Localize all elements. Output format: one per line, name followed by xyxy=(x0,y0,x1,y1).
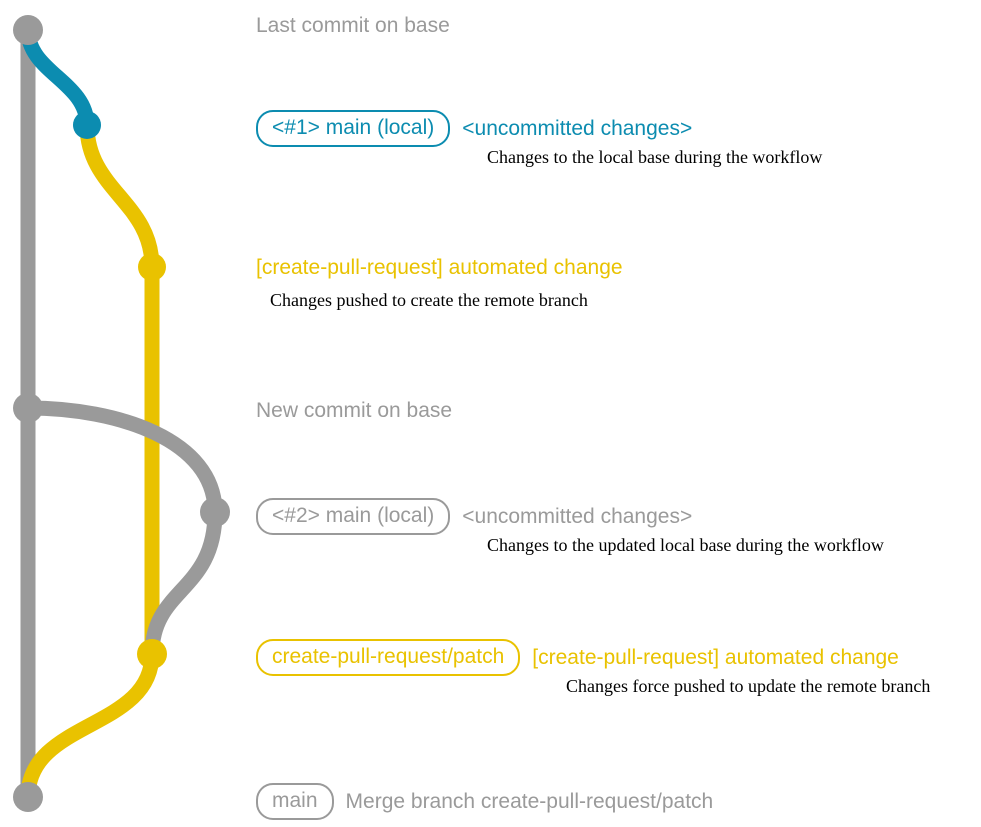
commit-row-patch-commit-2: create-pull-request/patch [create-pull-r… xyxy=(256,639,899,676)
commit-row-local-commit-1: <#1> main (local) <uncommitted changes> xyxy=(256,110,692,147)
commit-node-patch-commit-1[interactable] xyxy=(138,253,166,281)
commit-node-patch-commit-2[interactable] xyxy=(137,639,167,669)
commit-subject-patch-commit-1: [create-pull-request] automated change xyxy=(256,256,623,279)
commit-note-local-commit-1: Changes to the local base during the wor… xyxy=(487,147,823,167)
commit-subject-base-head: Last commit on base xyxy=(256,14,450,37)
commit-node-base-head[interactable] xyxy=(13,15,43,45)
commit-row-merge-commit: main Merge branch create-pull-request/pa… xyxy=(256,783,713,820)
branch-pill-create-pull-request-patch[interactable]: create-pull-request/patch xyxy=(256,639,521,676)
edge-local2-to-patch2 xyxy=(144,504,223,662)
commit-subject-base-new: New commit on base xyxy=(256,399,453,422)
commit-note-patch-commit-2: Changes force pushed to update the remot… xyxy=(566,676,931,696)
commit-node-base-new[interactable] xyxy=(13,393,43,423)
commit-node-local-commit-2[interactable] xyxy=(200,497,230,527)
commit-subject-local-commit-2: <uncommitted changes> xyxy=(462,505,693,528)
branch-pill-main[interactable]: main xyxy=(256,783,334,820)
commit-note-local-commit-2: Changes to the updated local base during… xyxy=(487,535,884,555)
commit-note-patch-commit-1: Changes pushed to create the remote bran… xyxy=(270,290,588,310)
commit-subject-local-commit-1: <uncommitted changes> xyxy=(462,117,693,140)
edge-local1-to-patch1 xyxy=(79,117,160,275)
commit-subject-patch-commit-2: [create-pull-request] automated change xyxy=(532,646,899,669)
branch-pill-main-local-2[interactable]: <#2> main (local) xyxy=(256,498,451,535)
commit-node-merge-commit[interactable] xyxy=(13,782,43,812)
edge-patch2-to-merge xyxy=(20,646,160,805)
edge-basenew-to-local2 xyxy=(20,400,223,520)
commit-node-local-commit-1[interactable] xyxy=(73,111,101,139)
branch-pill-main-local-1[interactable]: <#1> main (local) xyxy=(256,110,451,147)
commit-subject-merge-commit: Merge branch create-pull-request/patch xyxy=(345,790,714,813)
commit-row-local-commit-2: <#2> main (local) <uncommitted changes> xyxy=(256,498,692,535)
